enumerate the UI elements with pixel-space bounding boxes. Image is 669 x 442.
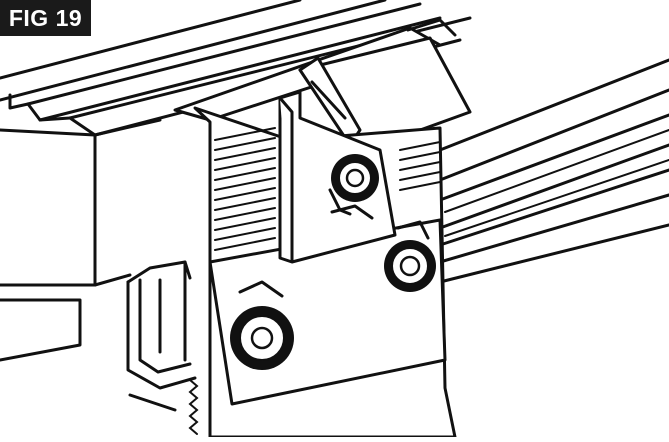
upper-rail-icon — [0, 0, 472, 362]
bolt-icon — [384, 240, 436, 292]
bolt-slot-icon — [330, 204, 430, 240]
bolt-icon — [331, 154, 379, 202]
serration-hatch — [214, 127, 441, 251]
bolt-icon — [230, 280, 294, 370]
end-clamp-icon — [173, 18, 472, 152]
lower-rail-icon — [438, 58, 669, 284]
figure-label: FIG 19 — [0, 0, 91, 36]
bracket-loop-icon — [126, 260, 197, 412]
